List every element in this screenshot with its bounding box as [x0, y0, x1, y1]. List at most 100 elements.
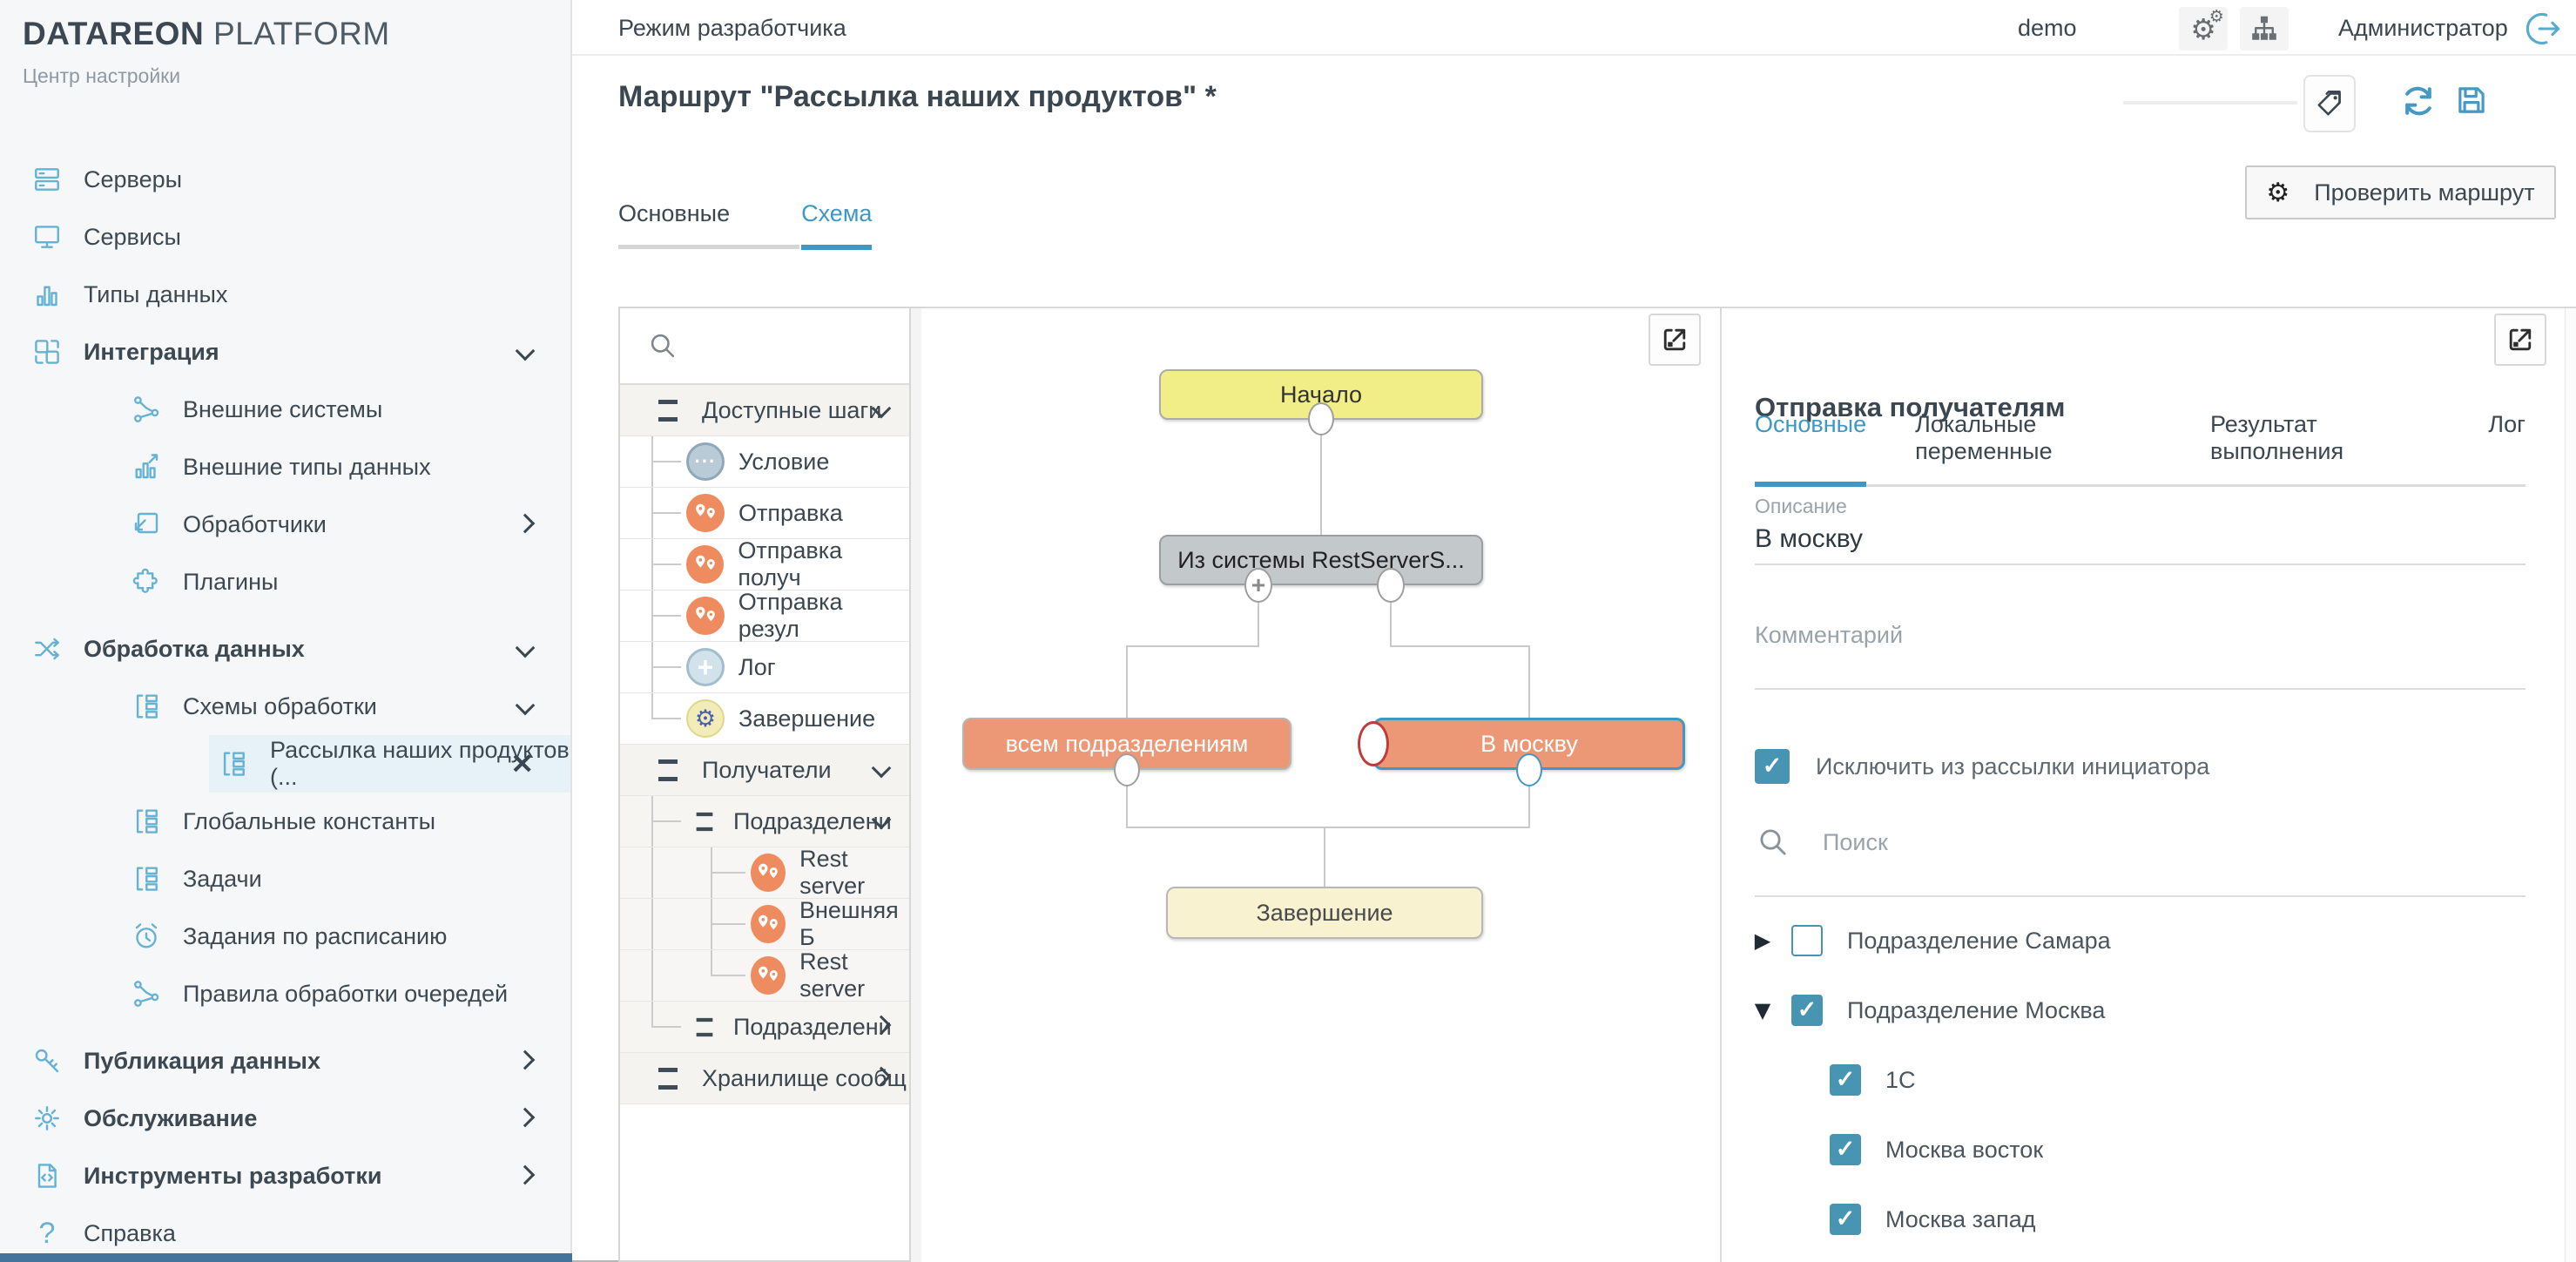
comment-field[interactable]: Комментарий: [1755, 622, 1904, 648]
inspector-expand-button[interactable]: [2494, 314, 2546, 366]
step-condition[interactable]: ···Условие: [620, 436, 909, 488]
sidebar-horizontal-scrollbar[interactable]: [0, 1253, 572, 1262]
recipient-row-moscow-west[interactable]: Москва запад: [1722, 1184, 2576, 1254]
sidebar-item-scheduled-jobs[interactable]: Задания по расписанию: [0, 908, 570, 965]
tab-log[interactable]: Лог: [2488, 411, 2525, 437]
sidebar-item-label: Глобальные константы: [183, 807, 435, 834]
sidebar-item-dev-tools[interactable]: Инструменты разработки: [0, 1147, 570, 1205]
inspector-tabs: Основные Локальные переменные Результат …: [1755, 411, 2525, 487]
check-route-button[interactable]: ⚙Проверить маршрут: [2245, 165, 2556, 219]
settings-button[interactable]: ⚙⚙: [2179, 7, 2228, 51]
port-start-out[interactable]: [1308, 402, 1334, 435]
sidebar-item-data-processing[interactable]: Обработка данных: [0, 620, 570, 678]
inspector-scrollbar[interactable]: [2565, 308, 2576, 1262]
group-subdivision-2[interactable]: Подразделени: [620, 1002, 909, 1053]
exclude-initiator-row[interactable]: Исключить из рассылки инициатора: [1755, 749, 2209, 784]
canvas-expand-button[interactable]: [1649, 314, 1701, 366]
sitemap-icon: [2249, 13, 2280, 44]
save-button[interactable]: [2453, 82, 2490, 118]
brand-light: PLATFORM: [212, 16, 390, 51]
group-subdivision-1[interactable]: Подразделени: [620, 796, 909, 847]
node-from-system[interactable]: Из системы RestServerS...: [1159, 535, 1483, 585]
group-message-storage[interactable]: Хранилище сообщ: [620, 1053, 909, 1104]
close-icon[interactable]: ✕: [510, 748, 534, 779]
sidebar-item-datatypes[interactable]: Типы данных: [0, 266, 570, 323]
sidebar-item-external-datatypes[interactable]: Внешние типы данных: [0, 438, 570, 496]
step-log[interactable]: +Лог: [620, 642, 909, 693]
expand-icon: [2505, 324, 2536, 355]
port-to-moscow-in-red[interactable]: [1358, 721, 1389, 766]
node-finish[interactable]: Завершение: [1166, 887, 1483, 939]
sidebar-item-global-constants[interactable]: Глобальные константы: [0, 793, 570, 850]
sidebar-item-route-mailing[interactable]: Рассылка наших продуктов (...✕: [0, 735, 570, 793]
checkbox-checked[interactable]: [1830, 1064, 1861, 1096]
refresh-button[interactable]: [2399, 82, 2438, 120]
steps-search-input[interactable]: [620, 308, 909, 385]
sidebar-item-tasks[interactable]: Задачи: [0, 850, 570, 908]
sidebar-item-servers[interactable]: Серверы: [0, 151, 570, 208]
step-finish[interactable]: ⚙Завершение: [620, 693, 909, 745]
group-available-steps[interactable]: Доступные шаги: [620, 385, 909, 436]
chevron-right-icon: [515, 513, 536, 534]
sidebar-item-label: Обслуживание: [84, 1104, 258, 1131]
flow-canvas[interactable]: Начало Из системы RestServerS... всем по…: [921, 307, 1720, 1262]
checkbox-unchecked[interactable]: [1791, 925, 1823, 956]
checkbox-checked[interactable]: [1791, 995, 1823, 1026]
sidebar-item-services[interactable]: Сервисы: [0, 208, 570, 266]
sidebar-item-label: Инструменты разработки: [84, 1162, 382, 1189]
recipient-row-samara[interactable]: ▶ Подразделение Самара: [1722, 906, 2576, 975]
sitemap-button[interactable]: [2240, 7, 2289, 51]
version-input[interactable]: [2123, 101, 2297, 105]
sidebar-item-data-publication[interactable]: Публикация данных: [0, 1032, 570, 1090]
step-label: Внешняя Б: [799, 897, 899, 950]
sidebar-item-plugins[interactable]: Плагины: [0, 553, 570, 611]
group-handle-icon: [696, 1017, 713, 1036]
recipient-rest-server-1[interactable]: Rest server: [620, 846, 909, 899]
recipient-external-db[interactable]: Внешняя Б: [620, 897, 909, 950]
recipient-row-moscow[interactable]: ▼ Подразделение Москва: [1722, 975, 2576, 1045]
tab-main[interactable]: Основные: [618, 200, 800, 249]
sidebar-item-maintenance[interactable]: Обслуживание: [0, 1090, 570, 1147]
step-send-result[interactable]: Отправка резул: [620, 589, 909, 642]
checkbox-checked[interactable]: [1830, 1204, 1861, 1235]
port-to-moscow-out[interactable]: [1516, 753, 1542, 786]
recipients-search-input[interactable]: Поиск: [1755, 824, 1888, 860]
sidebar-item-external-systems[interactable]: Внешние системы: [0, 381, 570, 438]
sidebar-item-label: Задачи: [183, 865, 262, 892]
recipient-rest-server-2[interactable]: Rest server: [620, 948, 909, 1002]
exclude-checkbox[interactable]: [1755, 749, 1790, 784]
logout-icon[interactable]: [2524, 9, 2564, 49]
description-value[interactable]: В москву: [1755, 524, 1864, 553]
tag-button[interactable]: [2303, 75, 2356, 132]
checkbox-checked[interactable]: [1830, 1134, 1861, 1165]
user-name: Администратор: [2338, 15, 2508, 41]
port-add-branch[interactable]: +: [1244, 568, 1272, 603]
step-send[interactable]: Отправка: [620, 488, 909, 539]
group-recipients[interactable]: Получатели: [620, 745, 909, 796]
sidebar-item-processing-schemes[interactable]: Схемы обработки: [0, 678, 570, 735]
chevron-right-icon: [515, 1049, 536, 1070]
canvas-scrollbar[interactable]: [911, 307, 921, 1262]
sidebar-item-label: Справка: [84, 1219, 176, 1246]
port-system-out[interactable]: [1377, 568, 1405, 603]
step-send-to-recipients[interactable]: Отправка получ: [620, 537, 909, 591]
tab-schema[interactable]: Схема: [801, 200, 873, 250]
sidebar-item-label: Схемы обработки: [183, 692, 377, 719]
step-label: Rest server: [799, 948, 866, 1002]
sidebar-item-label: Сервисы: [84, 223, 181, 250]
sidebar-item-queue-rules[interactable]: Правила обработки очередей: [0, 965, 570, 1022]
tab-execution-result[interactable]: Результат выполнения: [2209, 411, 2344, 464]
tab-main[interactable]: Основные: [1755, 411, 1867, 487]
sidebar-item-integration[interactable]: Интеграция: [0, 323, 570, 381]
triangle-expanded-icon[interactable]: ▼: [1754, 998, 1771, 1022]
sidebar-item-handlers[interactable]: Обработчики: [0, 496, 570, 553]
tab-local-variables[interactable]: Локальные переменные: [1915, 411, 2053, 464]
brand-logo: DATAREON PLATFORM: [23, 16, 390, 52]
recipient-row-moscow-east[interactable]: Москва восток: [1722, 1115, 2576, 1184]
search-icon: [646, 329, 679, 362]
port-all-divisions-out[interactable]: [1114, 753, 1140, 786]
triangle-collapsed-icon[interactable]: ▶: [1754, 928, 1771, 953]
recipient-row-1c[interactable]: 1С: [1722, 1045, 2576, 1115]
sidebar-item-help[interactable]: ?Справка: [0, 1205, 570, 1262]
